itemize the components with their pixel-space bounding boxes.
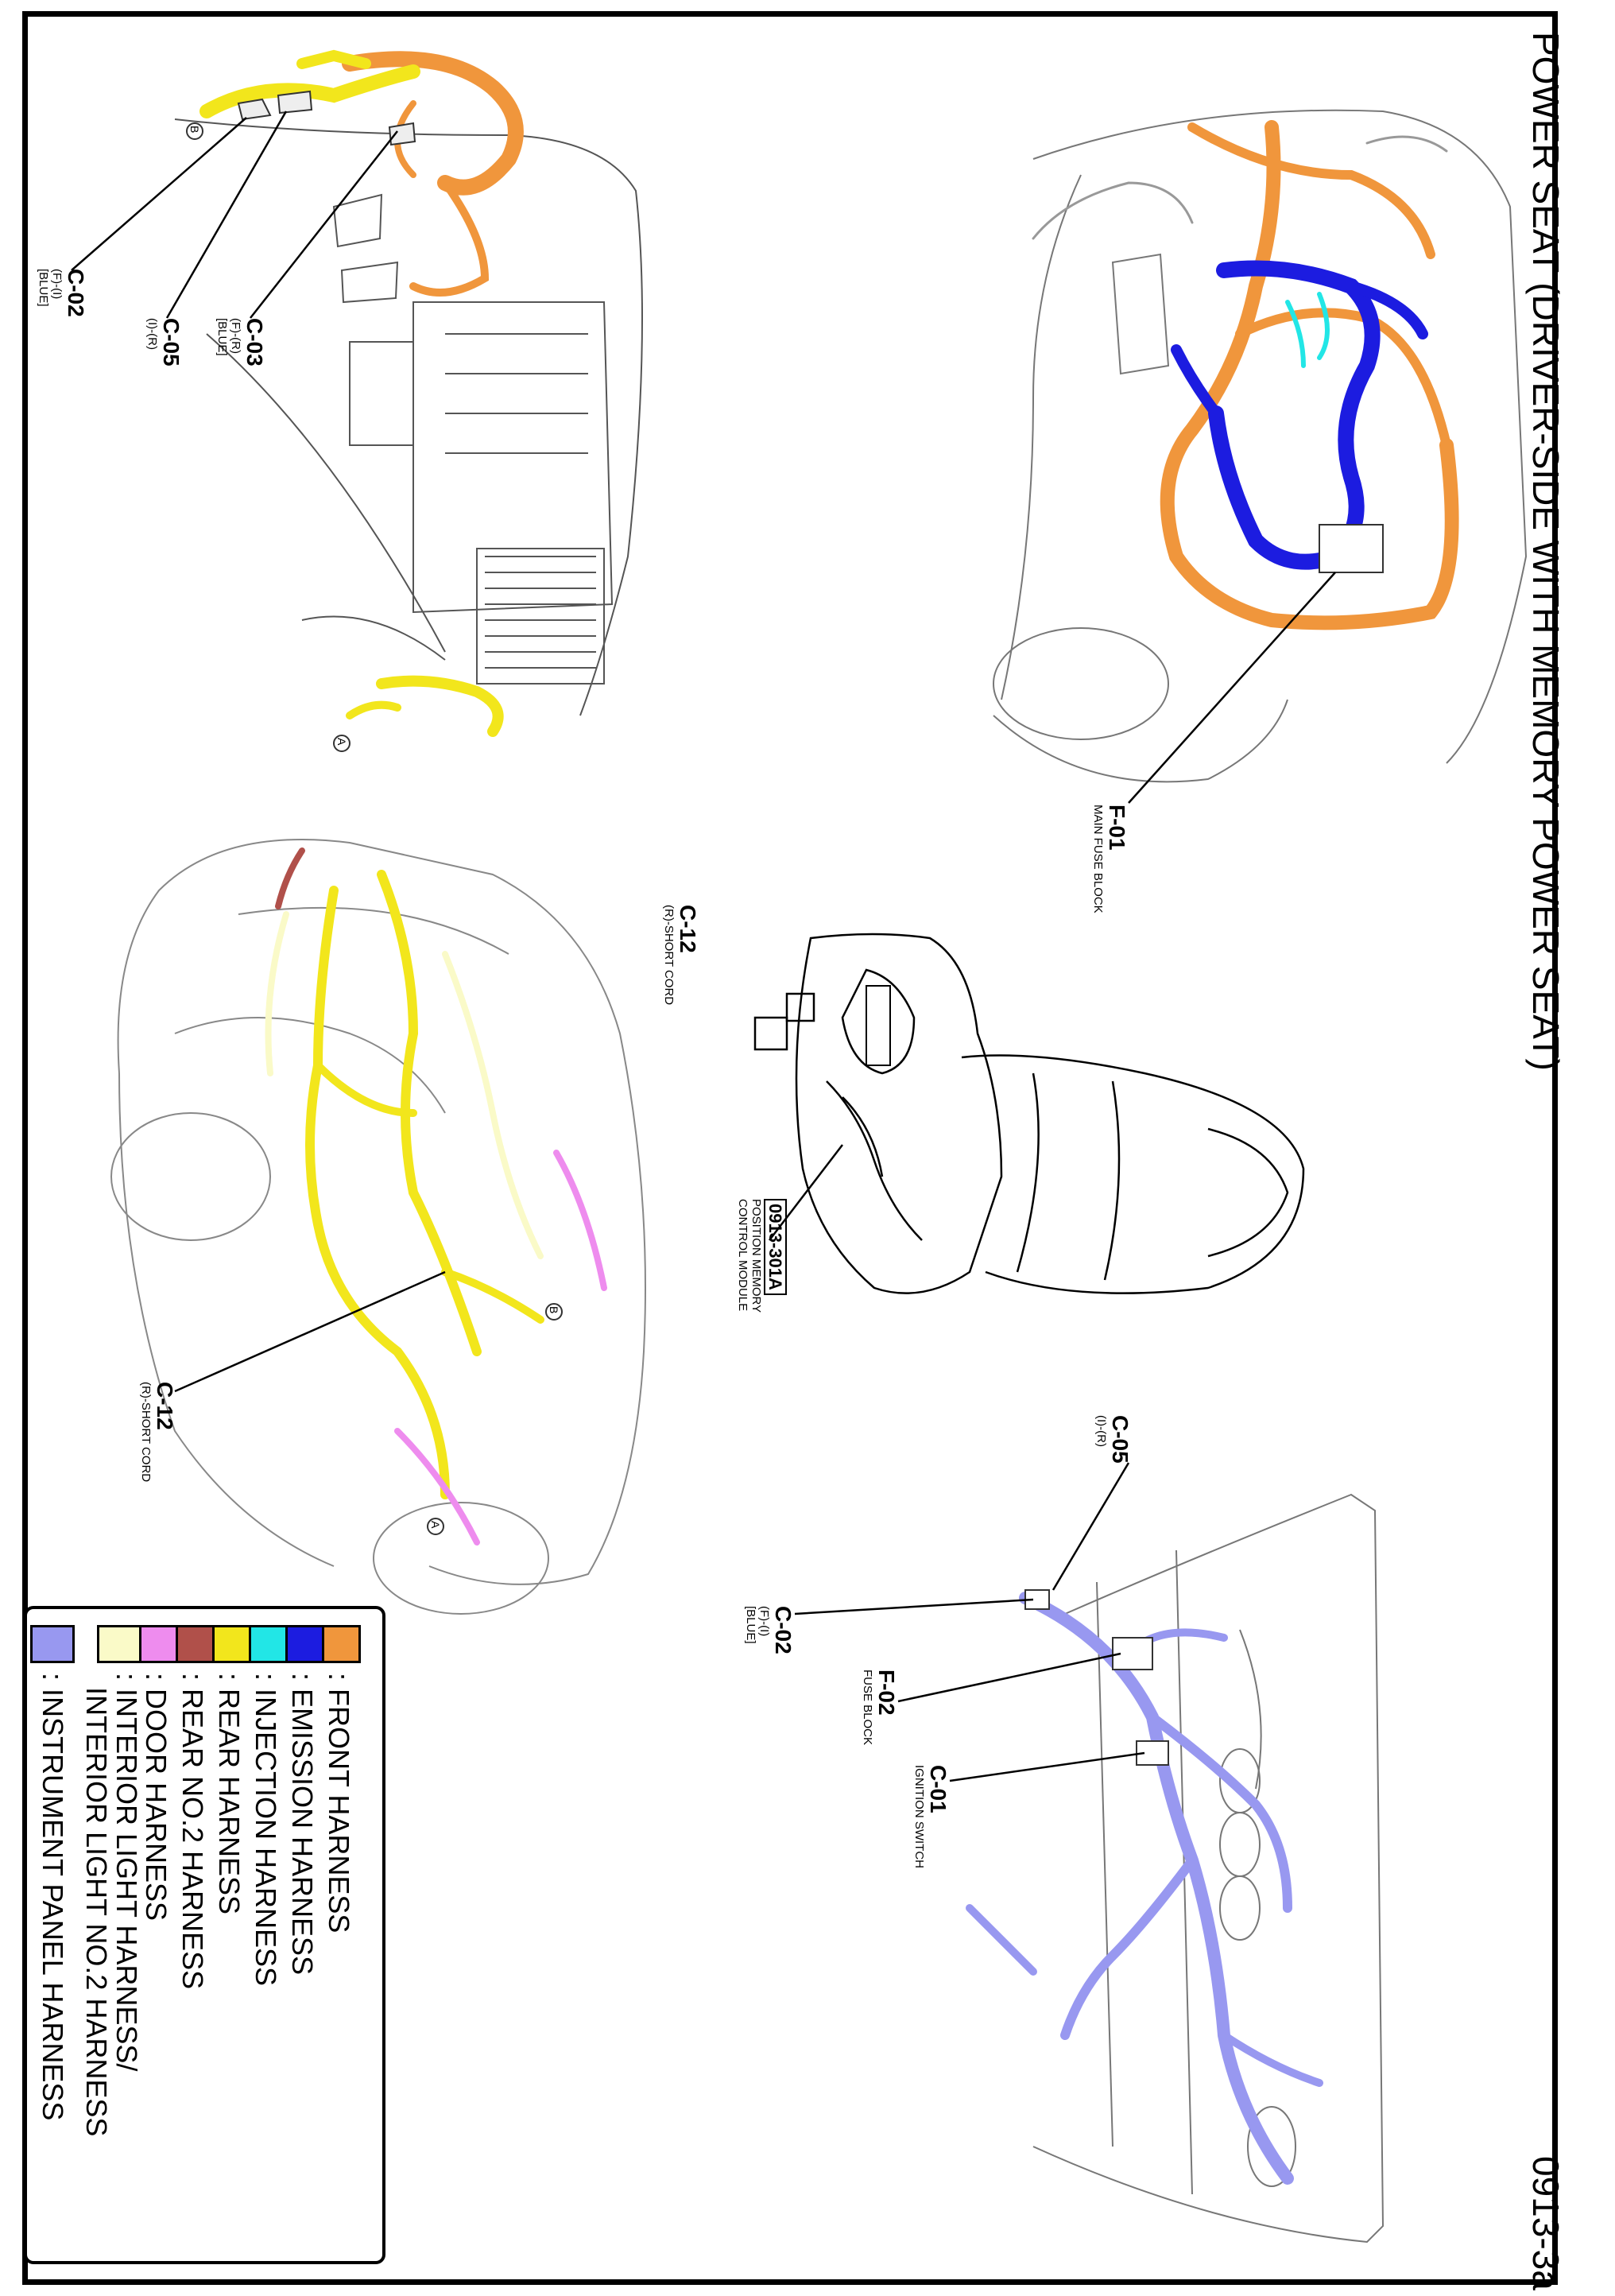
marker-a-top: A — [335, 738, 348, 746]
module-desc-1: POSITION MEMORY — [749, 1199, 763, 1313]
connector-desc: FUSE BLOCK — [861, 1670, 874, 1746]
connector-color: [BLUE] — [37, 269, 50, 307]
legend-label: : INSTRUMENT PANEL HARNESS — [37, 1673, 69, 2121]
connector-color: [BLUE] — [215, 318, 229, 356]
legend-item-instrument: : INSTRUMENT PANEL HARNESS — [30, 1625, 75, 2261]
legend-label: : EMISSION HARNESS — [286, 1673, 319, 1976]
connector-id: C-02 — [771, 1606, 796, 1654]
dash-view — [993, 109, 1528, 783]
label-c02-bottom: C-02 (F)-(I) [BLUE] — [744, 1606, 796, 1654]
label-c02-top: C-02 (F)-(I) [BLUE] — [37, 269, 88, 317]
connector-route: (F)-(I) — [50, 269, 64, 300]
legend-label-line2: INTERIOR LIGHT NO.2 HARNESS — [80, 1687, 113, 2137]
legend-label: : INTERIOR LIGHT HARNESS/ — [110, 1673, 143, 2072]
instrument-harness — [966, 1589, 1323, 2185]
front-harness-top-left — [199, 49, 524, 737]
seat-drawing — [753, 933, 1305, 1294]
f01-leader — [1128, 572, 1336, 804]
marker-b-top: B — [188, 126, 201, 134]
legend-label: : FRONT HARNESS — [323, 1673, 355, 1933]
leaders-instrument-panel — [794, 1462, 1145, 1782]
car-side-view — [110, 839, 646, 1615]
marker-circles-top — [186, 122, 350, 752]
legend-label: : INJECTION HARNESS — [250, 1673, 282, 1987]
connector-id: C-03 — [242, 318, 267, 367]
connector-id: C-12 — [153, 1382, 177, 1430]
connector-desc: IGNITION SWITCH — [912, 1765, 926, 1868]
harness-legend: : FRONT HARNESS : EMISSION HARNESS : INJ… — [24, 1606, 385, 2264]
instrument-panel-view — [1032, 1493, 1385, 2244]
legend-label: : REAR HARNESS — [213, 1673, 246, 1915]
label-module: 0913-301A POSITION MEMORY CONTROL MODULE — [736, 1199, 787, 1313]
connector-desc: (R)-SHORT CORD — [139, 1382, 153, 1483]
label-c01: C-01 IGNITION SWITCH — [912, 1765, 951, 1868]
legend-swatch — [97, 1625, 141, 1663]
engine-bay-view — [174, 118, 643, 716]
connector-id: C-05 — [1108, 1415, 1133, 1464]
connector-route: (F)-(R) — [229, 318, 242, 354]
label-c05-top: C-05 (I)-(R) — [145, 318, 184, 367]
connector-id: C-05 — [159, 318, 184, 367]
connector-desc: (R)-SHORT CORD — [662, 905, 676, 1006]
connector-route: (I)-(R) — [145, 318, 159, 350]
legend-label: : DOOR HARNESS — [140, 1673, 172, 1922]
connector-route: (F)-(I) — [757, 1606, 771, 1637]
marker-b-mid: B — [548, 1306, 560, 1314]
leader-lines-top-left — [71, 111, 398, 319]
diagram-frame — [22, 11, 1558, 2285]
connector-id: F-02 — [874, 1670, 899, 1716]
connector-id: C-02 — [64, 269, 88, 317]
module-leader — [769, 1144, 843, 1241]
harness-top-right — [1032, 120, 1459, 630]
label-c03-top: C-03 (F)-(R) [BLUE] — [215, 318, 267, 367]
legend-item-interior: : INTERIOR LIGHT HARNESS/ INTERIOR LIGHT… — [80, 1625, 143, 2261]
label-c12-car: C-12 (R)-SHORT CORD — [139, 1382, 177, 1483]
marker-a-mid: A — [429, 1521, 442, 1529]
module-id: 0913-301A — [764, 1199, 787, 1295]
legend-swatch — [30, 1625, 75, 1663]
connector-id: F-01 — [1105, 805, 1129, 851]
connector-desc: MAIN FUSE BLOCK — [1091, 805, 1105, 913]
c12-car-leader — [174, 1270, 446, 1393]
label-c12-seat: C-12 (R)-SHORT CORD — [662, 905, 700, 1006]
label-f02: F-02 FUSE BLOCK — [861, 1670, 899, 1746]
legend-label: : REAR NO.2 HARNESS — [176, 1673, 209, 1990]
connector-id: C-12 — [676, 905, 700, 953]
module-desc-2: CONTROL MODULE — [736, 1199, 749, 1312]
marker-circles-mid — [427, 1303, 563, 1535]
connector-id: C-01 — [926, 1765, 951, 1813]
label-f01: F-01 MAIN FUSE BLOCK — [1091, 805, 1129, 913]
connector-color: [BLUE] — [744, 1606, 757, 1644]
harness-car-side — [265, 847, 607, 1546]
label-c05-bottom: C-05 (I)-(R) — [1094, 1415, 1133, 1464]
connector-route: (I)-(R) — [1094, 1415, 1108, 1447]
